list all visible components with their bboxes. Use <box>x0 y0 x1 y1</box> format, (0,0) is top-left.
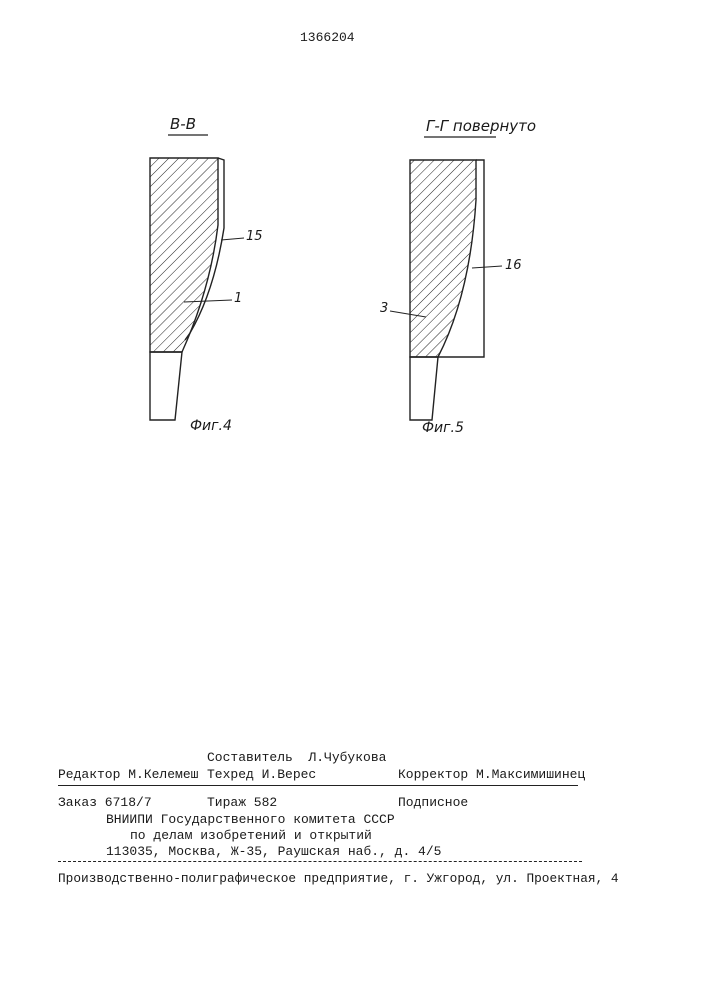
circulation-line: Тираж 582 <box>207 795 277 810</box>
hatched-section-1 <box>150 158 218 352</box>
fig5-caption: Фиг.5 <box>422 420 464 436</box>
colophon-rule-1 <box>58 785 578 786</box>
colophon-rule-2 <box>58 861 582 862</box>
fig5-callout-3: 3 <box>380 301 388 316</box>
fig5-callout-16: 16 <box>505 258 522 273</box>
leader-15 <box>221 238 244 240</box>
leader-16 <box>472 266 502 268</box>
order-line: Заказ 6718/7 <box>58 795 152 810</box>
figure-4 <box>150 135 244 420</box>
org-line-2: по делам изобретений и открытий <box>130 828 372 843</box>
hatched-section-3 <box>410 160 476 357</box>
fig4-caption: Фиг.4 <box>190 418 232 434</box>
techred-line: Техред И.Верес <box>207 767 316 782</box>
org-line-1: ВНИИПИ Государственного комитета СССР <box>106 812 395 827</box>
corrector-line: Корректор М.Максимишинец <box>398 767 585 782</box>
printer-line: Производственно-полиграфическое предприя… <box>58 871 619 886</box>
compiler-line: Составитель Л.Чубукова <box>207 750 386 765</box>
patent-drawings <box>0 0 707 520</box>
shank-4 <box>150 352 182 420</box>
fig4-callout-15: 15 <box>246 229 263 244</box>
editor-line: Редактор М.Келемеш <box>58 767 198 782</box>
org-line-3: 113035, Москва, Ж-35, Раушская наб., д. … <box>106 844 441 859</box>
fig4-callout-1: 1 <box>234 291 242 306</box>
subscription-line: Подписное <box>398 795 468 810</box>
shank-5 <box>410 357 438 420</box>
fig5-section-label: Г-Г повернуто <box>426 117 536 135</box>
figure-5 <box>390 137 502 420</box>
fig4-section-label: В-В <box>170 115 196 133</box>
